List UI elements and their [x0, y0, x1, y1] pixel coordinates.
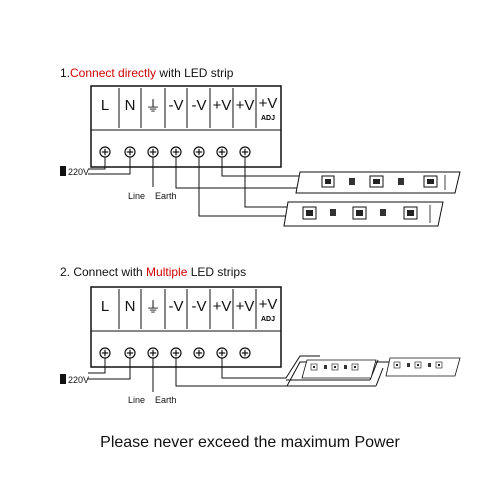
- section1-number: 1.: [60, 66, 71, 80]
- terminal-label-neg-v-2: -V: [192, 97, 207, 114]
- terminal-label-pos-v-1: +V: [213, 97, 232, 114]
- adj-label: ADJ: [261, 115, 275, 122]
- screw-icon: [124, 347, 136, 359]
- terminal-label-l: L: [101, 97, 109, 114]
- terminal-label-pos-v-adj: +V: [259, 296, 278, 313]
- line-label: Line: [128, 395, 145, 405]
- screw-icon: [216, 347, 228, 359]
- screw-icon: [124, 146, 136, 158]
- wire-l: [88, 157, 106, 170]
- screw-icon: [193, 347, 205, 359]
- plug-icon: [60, 166, 66, 176]
- screw-icon: [99, 347, 111, 359]
- ground-symbol-icon: ⏚: [145, 299, 160, 316]
- led-strip: [385, 357, 461, 377]
- wire-n: [88, 157, 131, 175]
- screw-icon: [170, 347, 182, 359]
- diagram-2: L N ⏚ -V -V +V +V +V ADJ 220V Line: [60, 286, 461, 405]
- input-voltage: 220V: [68, 375, 89, 385]
- wire-pos-strip2: [244, 157, 288, 208]
- screw-icon: [147, 347, 159, 359]
- wire-l: [88, 358, 106, 374]
- wire-neg-strip2: [198, 157, 288, 217]
- earth-label: Earth: [155, 395, 177, 405]
- terminal-label-pos-v-2: +V: [236, 97, 255, 114]
- section2-prefix: 2. Connect with: [60, 265, 147, 279]
- terminal-label-pos-v-1: +V: [213, 298, 232, 315]
- footer-note: Please never exceed the maximum Power: [100, 434, 400, 451]
- section2-rest: LED strips: [187, 265, 247, 279]
- screw-icon: [239, 347, 251, 359]
- terminal-label-n: N: [125, 298, 136, 315]
- wire-neg-branch: [375, 367, 384, 387]
- section1-title: 1.Connect directly with LED strip: [60, 66, 233, 80]
- led-strip: [301, 359, 377, 379]
- earth-label: Earth: [155, 191, 177, 201]
- terminal-label-l: L: [101, 298, 109, 315]
- wire-neg-strip1: [175, 157, 300, 189]
- adj-label: ADJ: [261, 316, 275, 323]
- screw-icon: [170, 146, 182, 158]
- terminal-label-pos-v-adj: +V: [259, 95, 278, 112]
- terminal-label-neg-v-2: -V: [192, 298, 207, 315]
- led-strip: [283, 201, 444, 227]
- screw-icon: [99, 146, 111, 158]
- terminal-label-pos-v-2: +V: [236, 298, 255, 315]
- screw-icon: [239, 146, 251, 158]
- terminal-label-n: N: [125, 97, 136, 114]
- screw-icon: [147, 146, 159, 158]
- terminal-label-neg-v-1: -V: [169, 97, 184, 114]
- input-voltage: 220V: [68, 167, 89, 177]
- screw-icon: [216, 146, 228, 158]
- diagram-1: L N ⏚ -V -V +V +V +V ADJ 220V Line Eart: [60, 85, 461, 227]
- screw-icon: [193, 146, 205, 158]
- wire-n: [88, 358, 131, 380]
- wire-pos-bus: [221, 355, 320, 379]
- ground-symbol-icon: ⏚: [145, 98, 160, 115]
- section2-title: 2. Connect with Multiple LED strips: [60, 265, 246, 279]
- terminal-label-neg-v-1: -V: [169, 298, 184, 315]
- line-label: Line: [128, 191, 145, 201]
- led-strip: [295, 171, 461, 194]
- wire-pos-strip1: [221, 157, 300, 177]
- section2-highlight: Multiple: [146, 265, 188, 279]
- section1-rest: with LED strip: [156, 66, 234, 80]
- plug-icon: [60, 374, 66, 384]
- section1-highlight: Connect directly: [70, 66, 157, 80]
